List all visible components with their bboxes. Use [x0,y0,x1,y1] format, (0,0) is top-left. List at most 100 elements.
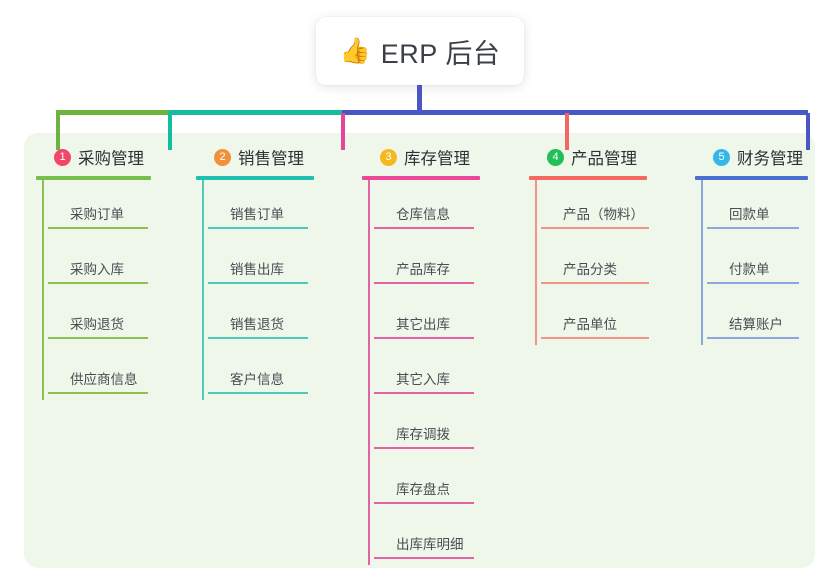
leaf-item[interactable]: 回款单 [701,180,808,235]
branch-column-1[interactable]: 1 采购管理采购订单采购入库采购退货供应商信息 [36,145,151,400]
leaf-item-underline [374,337,474,339]
leaf-item[interactable]: 结算账户 [701,290,808,345]
leaf-item[interactable]: 付款单 [701,235,808,290]
leaf-item[interactable]: 产品单位 [535,290,649,345]
branch-index-badge: 1 [54,148,71,166]
leaf-item[interactable]: 库存调拨 [368,400,480,455]
branch-index-badge: 5 [713,148,730,166]
leaf-item[interactable]: 客户信息 [202,345,314,400]
leaf-item-label: 产品分类 [563,262,617,277]
branch-leaf-list: 采购订单采购入库采购退货供应商信息 [36,180,151,400]
branch-index-badge: 3 [380,148,397,166]
leaf-item-label: 其它出库 [396,317,450,332]
leaf-item[interactable]: 产品分类 [535,235,649,290]
branch-spine [202,180,204,400]
leaf-item-underline [374,447,474,449]
root-node-erp-backend[interactable]: 👍 ERP 后台 [316,17,524,85]
leaf-item[interactable]: 产品（物料） [535,180,649,235]
branch-spine [42,180,44,400]
branch-underline [529,176,647,180]
leaf-item-underline [48,282,148,284]
root-node-title: ERP 后台 [380,38,501,69]
leaf-item-underline [374,557,474,559]
branch-leaf-list: 产品（物料） 产品分类产品单位 [529,180,649,345]
leaf-item-label: 采购退货 [70,317,124,332]
branch-underline [695,176,808,180]
leaf-item-label: 结算账户 [729,317,783,332]
leaf-item-label: 仓库信息 [396,207,450,222]
branch-title: 库存管理 [404,150,470,168]
branch-title: 产品管理 [571,150,637,168]
leaf-item[interactable]: 采购订单 [42,180,151,235]
leaf-item[interactable]: 销售退货 [202,290,314,345]
leaf-item-label: 产品（物料） [563,207,644,222]
leaf-item[interactable]: 采购入库 [42,235,151,290]
leaf-item-underline [707,227,799,229]
leaf-item-label: 采购订单 [70,207,124,222]
leaf-item-underline [374,227,474,229]
leaf-item-label: 回款单 [729,207,770,222]
branch-leaf-list: 仓库信息产品库存其它出库其它入库库存调拨库存盘点出库库明细 [362,180,480,565]
leaf-item-label: 其它入库 [396,372,450,387]
leaf-item-underline [374,502,474,504]
branch-header-5[interactable]: 5 财务管理 [695,145,808,169]
leaf-item[interactable]: 供应商信息 [42,345,151,400]
connector-hbar-segment-2 [169,110,342,115]
leaf-item-underline [541,227,649,229]
leaf-item-label: 付款单 [729,262,770,277]
branch-leaf-list: 销售订单销售出库销售退货客户信息 [196,180,314,400]
leaf-item-underline [707,282,799,284]
leaf-item-label: 库存盘点 [396,482,450,497]
leaf-item-label: 产品单位 [563,317,617,332]
branch-title: 采购管理 [78,150,144,168]
branch-header-4[interactable]: 4 产品管理 [529,145,647,169]
leaf-item-label: 销售订单 [230,207,284,222]
branch-column-3[interactable]: 3 库存管理仓库信息产品库存其它出库其它入库库存调拨库存盘点出库库明细 [362,145,480,565]
leaf-item-label: 销售出库 [230,262,284,277]
branch-underline [362,176,480,180]
branch-spine [535,180,537,345]
leaf-item[interactable]: 销售订单 [202,180,314,235]
branch-column-4[interactable]: 4 产品管理产品（物料） 产品分类产品单位 [529,145,649,345]
branch-column-5[interactable]: 5 财务管理回款单付款单结算账户 [695,145,808,345]
leaf-item-label: 客户信息 [230,372,284,387]
branch-index-badge: 2 [214,148,231,166]
leaf-item[interactable]: 其它出库 [368,290,480,345]
leaf-item[interactable]: 采购退货 [42,290,151,345]
leaf-item[interactable]: 销售出库 [202,235,314,290]
branch-title: 财务管理 [737,150,803,168]
leaf-item[interactable]: 产品库存 [368,235,480,290]
leaf-item-underline [208,392,308,394]
leaf-item-underline [48,337,148,339]
connector-drop-1 [56,113,60,150]
connector-hbar-segment-3 [342,110,808,115]
leaf-item-underline [374,392,474,394]
leaf-item-underline [208,337,308,339]
leaf-item[interactable]: 出库库明细 [368,510,480,565]
leaf-item[interactable]: 库存盘点 [368,455,480,510]
diagram-background-panel [24,133,815,568]
leaf-item-label: 采购入库 [70,262,124,277]
connector-drop-5 [806,113,810,150]
branch-index-badge: 4 [547,148,564,166]
leaf-item-underline [707,337,799,339]
branch-header-1[interactable]: 1 采购管理 [36,145,151,169]
leaf-item[interactable]: 其它入库 [368,345,480,400]
leaf-item-label: 产品库存 [396,262,450,277]
leaf-item[interactable]: 仓库信息 [368,180,480,235]
connector-drop-3 [341,113,345,150]
leaf-item-label: 出库库明细 [396,537,464,552]
leaf-item-underline [541,337,649,339]
branch-spine [368,180,370,565]
leaf-item-underline [374,282,474,284]
connector-drop-2 [168,113,172,150]
leaf-item-underline [208,227,308,229]
branch-spine [701,180,703,345]
leaf-item-underline [208,282,308,284]
leaf-item-label: 销售退货 [230,317,284,332]
branch-header-3[interactable]: 3 库存管理 [362,145,480,169]
thumbs-up-icon: 👍 [339,36,371,65]
